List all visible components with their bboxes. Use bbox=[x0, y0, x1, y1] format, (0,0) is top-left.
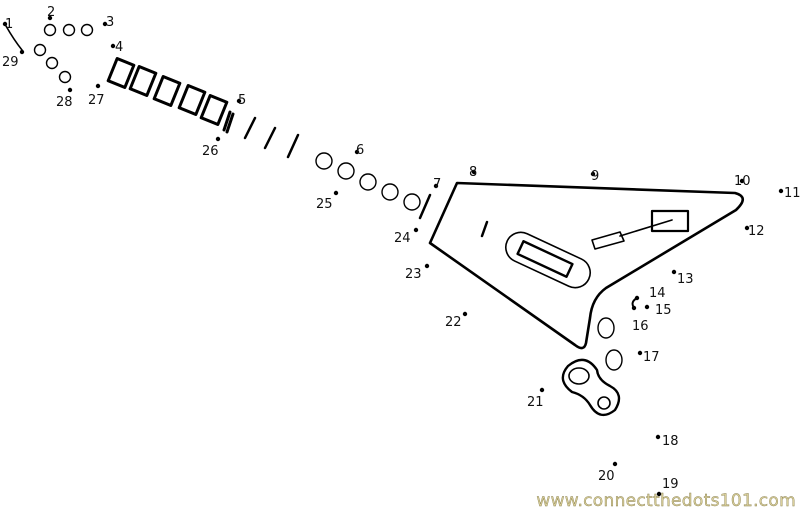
dot-28 bbox=[67, 87, 73, 93]
dot-1 bbox=[2, 21, 8, 27]
tuning-pegs bbox=[33, 23, 94, 84]
dot-27 bbox=[95, 83, 101, 89]
dot-label-29: 29 bbox=[2, 55, 19, 70]
dot-label-19: 19 bbox=[662, 477, 679, 492]
dot-3 bbox=[102, 21, 108, 27]
dot-label-9: 9 bbox=[591, 169, 599, 184]
dot-5 bbox=[236, 98, 242, 104]
dot-24 bbox=[413, 227, 419, 233]
dot-label-10: 10 bbox=[734, 174, 751, 189]
dot-18 bbox=[655, 434, 661, 440]
guitar-body bbox=[428, 181, 745, 350]
dot-25 bbox=[333, 190, 339, 196]
dot-label-3: 3 bbox=[106, 15, 114, 30]
dot-label-27: 27 bbox=[88, 93, 105, 108]
dot-15 bbox=[644, 304, 650, 310]
bridge bbox=[591, 209, 690, 250]
dot-label-18: 18 bbox=[662, 434, 679, 449]
dot-9 bbox=[590, 171, 596, 177]
dot-8 bbox=[471, 169, 477, 175]
dot-label-2: 2 bbox=[47, 5, 55, 20]
dot-label-25: 25 bbox=[316, 197, 333, 212]
dot-12 bbox=[744, 225, 750, 231]
dot-label-21: 21 bbox=[527, 395, 544, 410]
dot-label-11: 11 bbox=[784, 186, 800, 201]
dot-21 bbox=[539, 387, 545, 393]
dot-4 bbox=[110, 43, 116, 49]
dot-13 bbox=[671, 269, 677, 275]
dot-label-14: 14 bbox=[649, 286, 666, 301]
dot-label-28: 28 bbox=[56, 95, 73, 110]
dot-label-1: 1 bbox=[5, 17, 13, 32]
dot-10 bbox=[739, 178, 745, 184]
dot-label-20: 20 bbox=[598, 469, 615, 484]
dot-label-6: 6 bbox=[356, 143, 364, 158]
dot-29 bbox=[19, 49, 25, 55]
jack-plate bbox=[561, 358, 621, 417]
dot-14 bbox=[634, 295, 640, 301]
dot-6 bbox=[354, 149, 360, 155]
dot-22 bbox=[462, 311, 468, 317]
pickguard-line bbox=[480, 220, 489, 238]
watermark: www.connectthedots101.com bbox=[536, 491, 796, 511]
headstock-curve bbox=[5, 25, 23, 51]
dot-2 bbox=[47, 15, 53, 21]
dot-label-8: 8 bbox=[469, 165, 477, 180]
dot-label-17: 17 bbox=[643, 350, 660, 365]
dot-20 bbox=[612, 461, 618, 467]
knobs bbox=[597, 297, 638, 371]
dot-19 bbox=[656, 491, 662, 497]
dot-label-15: 15 bbox=[655, 303, 672, 318]
dot-label-22: 22 bbox=[445, 315, 462, 330]
dot-17 bbox=[637, 350, 643, 356]
dot-23 bbox=[424, 263, 430, 269]
dot-label-7: 7 bbox=[433, 177, 441, 192]
dot-label-5: 5 bbox=[238, 93, 246, 108]
dot-7 bbox=[433, 183, 439, 189]
dot-label-13: 13 bbox=[677, 272, 694, 287]
neck-frets bbox=[106, 57, 300, 159]
dot-label-24: 24 bbox=[394, 231, 411, 246]
dot-label-4: 4 bbox=[115, 40, 123, 55]
dot-16 bbox=[631, 305, 637, 311]
dot-label-12: 12 bbox=[748, 224, 765, 239]
dot-26 bbox=[215, 136, 221, 142]
neck-inlays bbox=[315, 152, 432, 220]
dot-label-23: 23 bbox=[405, 267, 422, 282]
pickup bbox=[505, 231, 591, 289]
dot-11 bbox=[778, 188, 784, 194]
dot-label-26: 26 bbox=[202, 144, 219, 159]
dot-label-16: 16 bbox=[632, 319, 649, 334]
